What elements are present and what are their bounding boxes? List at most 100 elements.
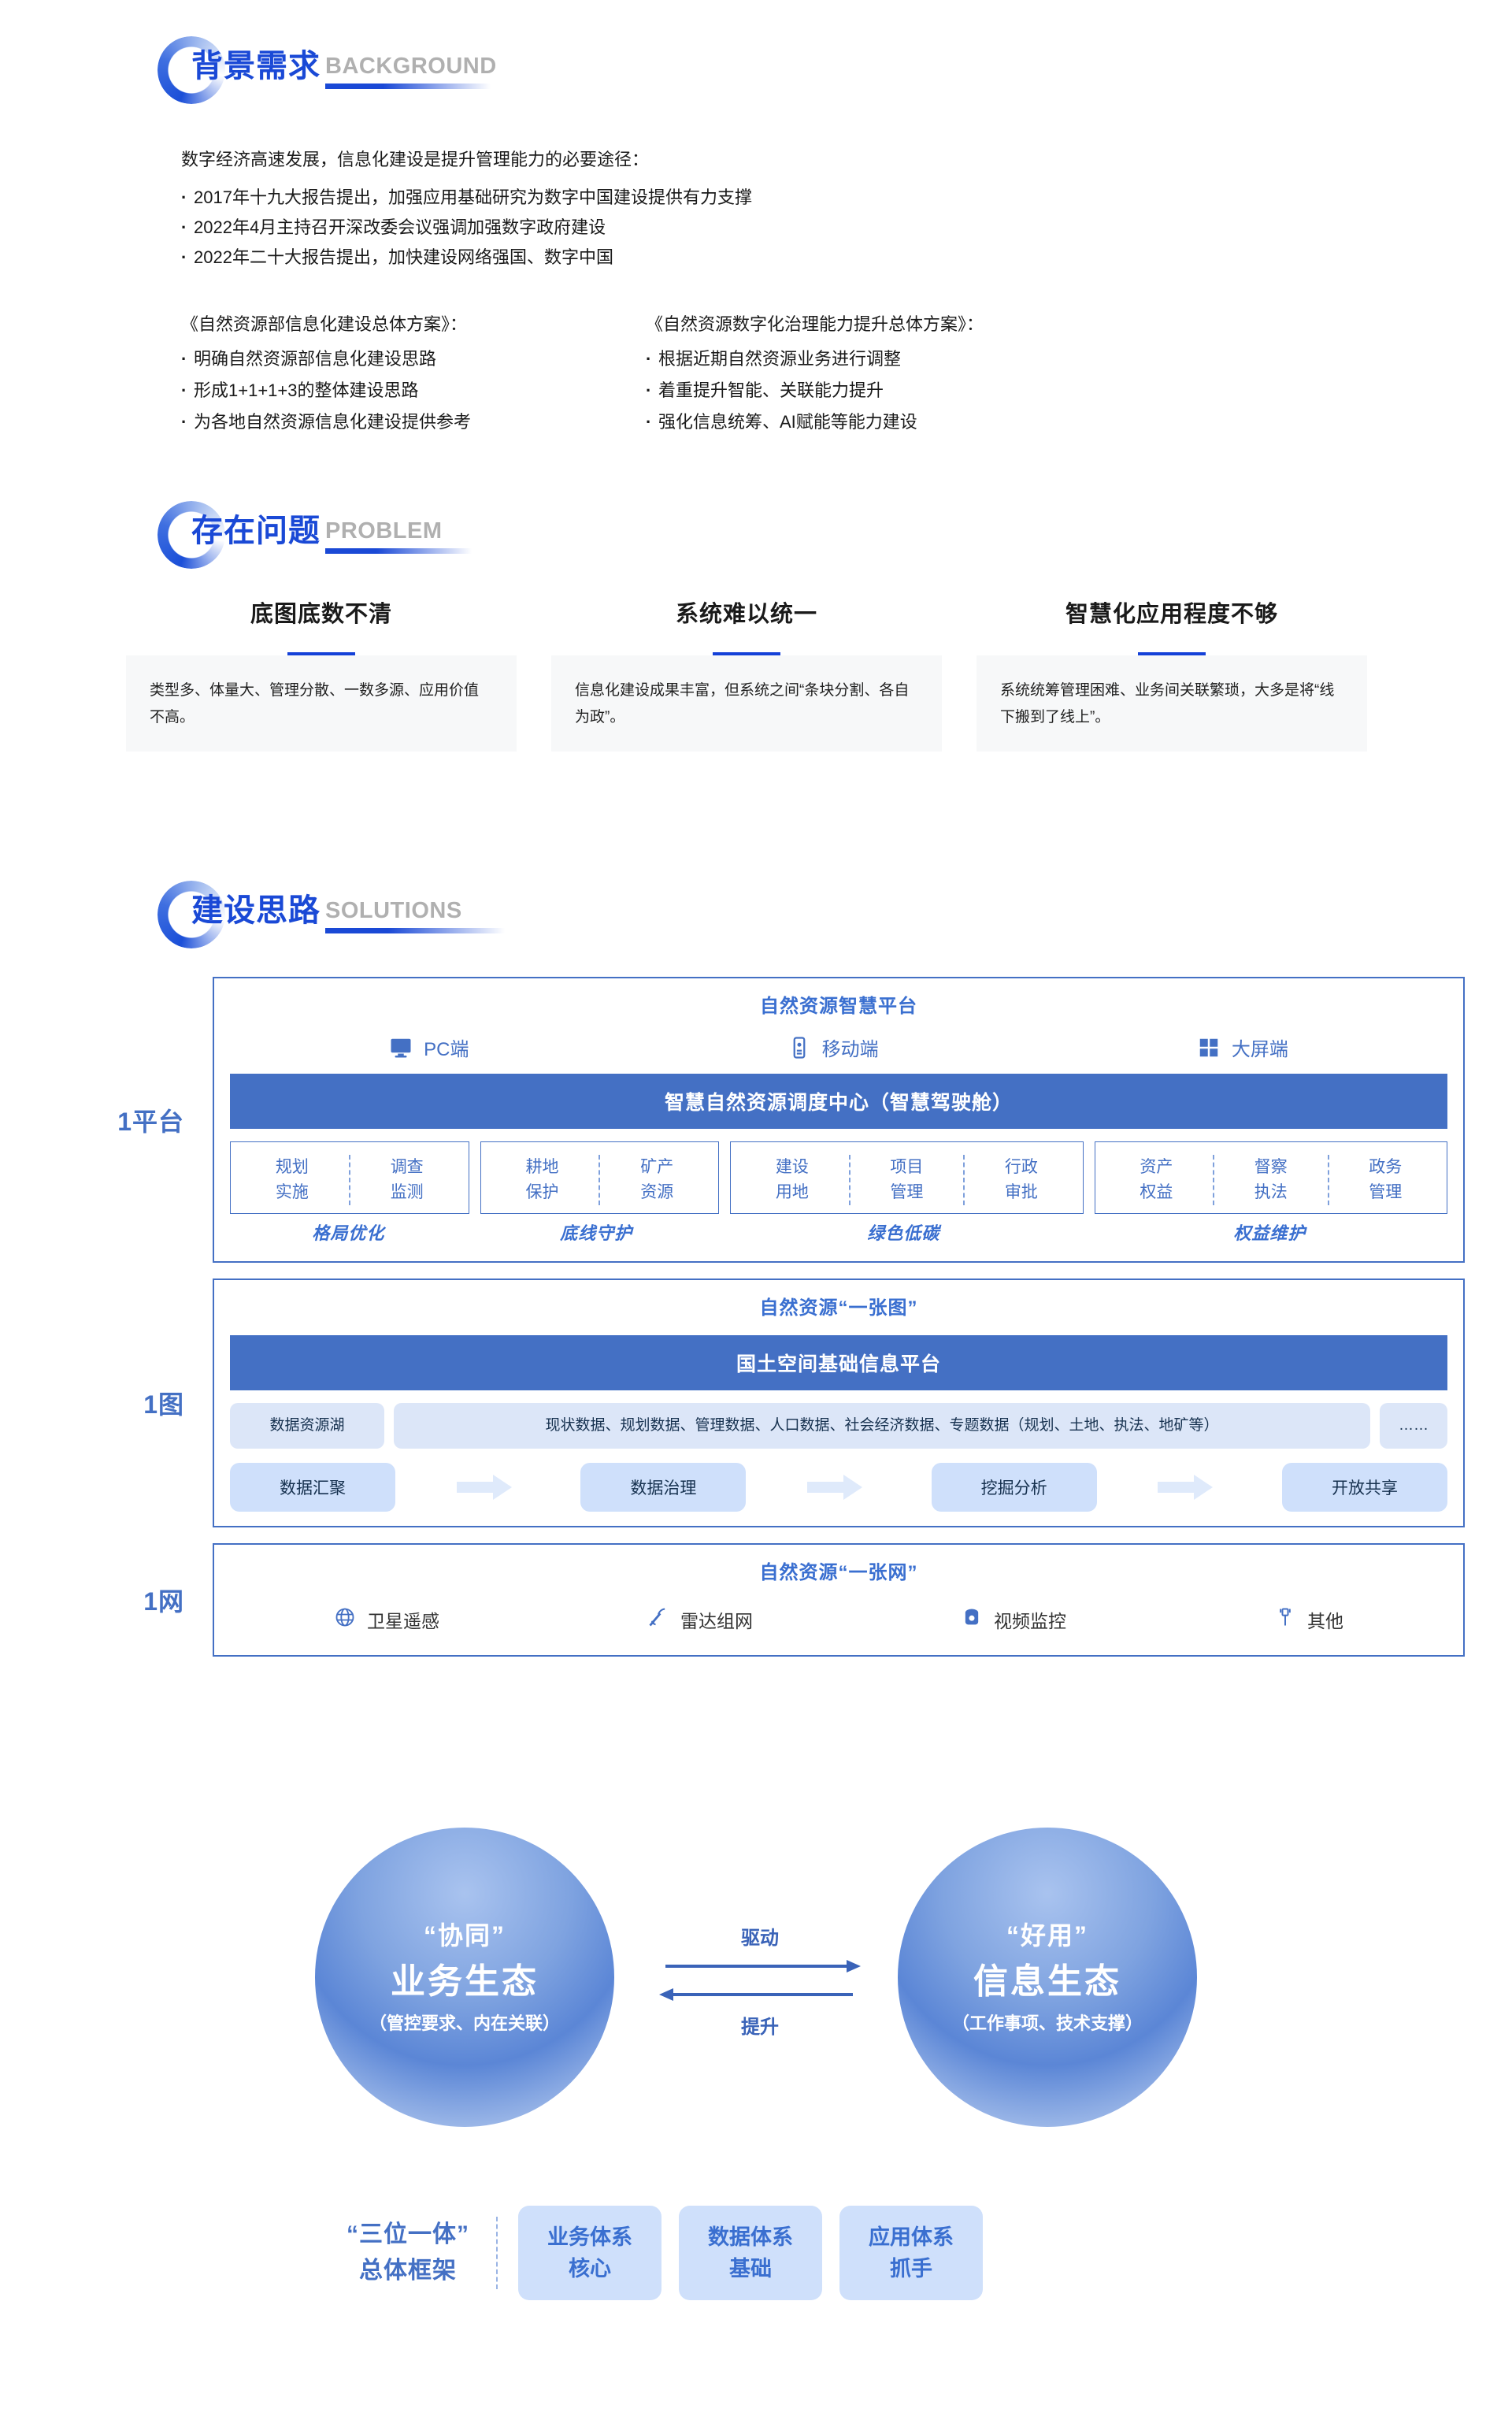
department-cell[interactable]: 行政 审批	[963, 1155, 1077, 1205]
ecology-quote: “协同”	[423, 1921, 506, 1950]
department-cell[interactable]: 项目 管理	[848, 1155, 963, 1205]
department-group: 建设 用地 项目 管理 行政 审批	[730, 1141, 1084, 1214]
framework-divider	[496, 2217, 498, 2289]
flow-arrow-icon	[395, 1474, 580, 1501]
flow-step[interactable]: 开放共享	[1281, 1463, 1447, 1512]
ring-decoration-icon	[158, 36, 225, 104]
department-cell[interactable]: 耕地 保护	[525, 1158, 559, 1201]
problem-card-list: 底图底数不清 类型多、体量大、管理分散、一数多源、应用价值不高。 系统难以统一 …	[126, 599, 1367, 752]
framework-row: “三位一体” 总体框架 业务体系 核心 数据体系 基础 应用体系 抓手	[346, 2206, 1000, 2300]
problem-card-underline	[713, 652, 780, 658]
platform-title: 自然资源智慧平台	[760, 996, 917, 1017]
department-group: 耕地 保护 矿产 资源	[480, 1141, 720, 1214]
framework-title: “三位一体” 总体框架	[346, 2217, 496, 2289]
row-label-platform: 1平台	[117, 1107, 184, 1136]
framework-card-line2: 抓手	[890, 2257, 932, 2281]
solutions-diagram: 1平台 自然资源智慧平台 PC端	[79, 977, 1465, 1672]
framework-card-line2: 核心	[569, 2257, 611, 2281]
department-tag: 绿色低碳	[867, 1223, 940, 1243]
platform-center-bar: 智慧自然资源调度中心（智慧驾驶舱）	[230, 1074, 1447, 1129]
flow-arrow-icon	[746, 1474, 931, 1501]
radar-icon	[647, 1606, 669, 1633]
framework-card-data[interactable]: 数据体系 基础	[679, 2206, 822, 2300]
background-bullet: 2022年二十大报告提出，加快建设网络强国、数字中国	[181, 243, 1110, 273]
flow-row: 数据汇聚 数据治理 挖掘分析 开放共享	[230, 1463, 1447, 1512]
terminal-item-bigscreen[interactable]: 大屏端	[1197, 1034, 1288, 1061]
framework-card-line1: 业务体系	[547, 2225, 632, 2249]
problem-card-underline	[287, 652, 355, 658]
map-title: 自然资源“一张图”	[759, 1297, 918, 1319]
flow-arrow-icon	[1097, 1474, 1282, 1501]
problem-card-body: 类型多、体量大、管理分散、一数多源、应用价值不高。	[126, 655, 517, 752]
background-lead: 数字经济高速发展，信息化建设是提升管理能力的必要途径：	[181, 150, 650, 169]
section-title-en: SOLUTIONS	[325, 898, 462, 923]
net-panel: 自然资源“一张网” 卫星遥感	[213, 1543, 1465, 1657]
flow-step[interactable]: 挖掘分析	[931, 1463, 1097, 1512]
net-row: 1网 自然资源“一张网” 卫星遥感	[79, 1543, 1465, 1657]
terminal-item-mobile[interactable]: 移动端	[788, 1034, 879, 1061]
terminal-item-pc[interactable]: PC端	[389, 1034, 469, 1061]
net-item-other[interactable]: 其他	[1274, 1606, 1343, 1633]
department-cell[interactable]: 规划 实施	[275, 1158, 309, 1201]
department-cell[interactable]: 建设 用地	[775, 1158, 809, 1201]
department-cell[interactable]: 调查 监测	[348, 1155, 464, 1205]
section-rule	[325, 928, 505, 933]
section-rule	[325, 84, 491, 89]
framework-card-business[interactable]: 业务体系 核心	[518, 2206, 662, 2300]
problem-card-underline	[1138, 652, 1206, 658]
department-tag-row: 格局优化 底线守护 绿色低碳 权益维护	[230, 1220, 1447, 1247]
platform-panel: 自然资源智慧平台 PC端	[213, 977, 1465, 1263]
problem-card-title: 底图底数不清	[250, 602, 392, 627]
ecology-circle-information: “好用” 信息生态 （工作事项、技术支撑）	[898, 1828, 1197, 2127]
platform-row: 1平台 自然资源智慧平台 PC端	[79, 977, 1465, 1263]
department-cell[interactable]: 政务 管理	[1327, 1155, 1442, 1205]
section-header-problem: 存在问题 PROBLEM	[158, 496, 788, 572]
problem-card-body: 系统统筹管理困难、业务间关联繁琐，大多是将“线下搬到了线上”。	[976, 655, 1367, 752]
row-label-net: 1网	[143, 1587, 184, 1616]
net-item-label: 视频监控	[994, 1611, 1066, 1631]
data-pill-lake[interactable]: 数据资源湖	[230, 1403, 384, 1449]
framework-card-application[interactable]: 应用体系 抓手	[839, 2206, 983, 2300]
net-item-label: 其他	[1307, 1611, 1343, 1631]
framework-card-line1: 数据体系	[708, 2225, 793, 2249]
terminal-label: 移动端	[821, 1039, 879, 1060]
map-center-bar: 国土空间基础信息平台	[230, 1335, 1447, 1390]
ring-decoration-icon	[158, 501, 225, 569]
terminal-list: PC端 移动端	[230, 1034, 1447, 1061]
background-bullet: 形成1+1+1+3的整体建设思路	[181, 375, 646, 406]
background-bullet: 明确自然资源部信息化建设思路	[181, 343, 646, 375]
background-columns: 《自然资源部信息化建设总体方案》： 明确自然资源部信息化建设思路 形成1+1+1…	[181, 309, 1110, 438]
department-tag: 格局优化	[312, 1223, 385, 1243]
department-cell[interactable]: 督察 执法	[1213, 1155, 1327, 1205]
background-bullet: 2017年十九大报告提出，加强应用基础研究为数字中国建设提供有力支撑	[181, 183, 1110, 213]
document-title: 《自然资源部信息化建设总体方案》：	[181, 314, 468, 334]
background-column: 《自然资源数字化治理能力提升总体方案》： 根据近期自然资源业务进行调整 着重提升…	[646, 309, 1110, 438]
section-title-en: BACKGROUND	[325, 54, 497, 79]
ring-decoration-icon	[158, 881, 225, 948]
ecology-quote: “好用”	[1006, 1921, 1088, 1950]
section-title-cn: 存在问题	[191, 514, 321, 548]
framework-card-line1: 应用体系	[869, 2225, 954, 2249]
department-cell[interactable]: 矿产 资源	[598, 1155, 713, 1205]
row-label-map: 1图	[143, 1390, 184, 1419]
net-item-radar[interactable]: 雷达组网	[647, 1606, 753, 1633]
problem-card-title: 系统难以统一	[675, 602, 817, 627]
background-bullet: 强化信息统筹、AI赋能等能力建设	[646, 406, 1110, 438]
department-group: 资产 权益 督察 执法 政务 管理	[1094, 1141, 1447, 1214]
section-header-background: 背景需求 BACKGROUND	[158, 32, 788, 107]
section-title-cn: 建设思路	[191, 893, 321, 928]
flow-step[interactable]: 数据治理	[580, 1463, 747, 1512]
net-item-satellite[interactable]: 卫星遥感	[334, 1606, 439, 1633]
section-header-solutions: 建设思路 SOLUTIONS	[158, 876, 788, 952]
problem-card-title: 智慧化应用程度不够	[1065, 602, 1278, 627]
net-item-camera[interactable]: 视频监控	[961, 1606, 1066, 1633]
flow-step[interactable]: 数据汇聚	[230, 1463, 395, 1512]
terminal-label: 大屏端	[1231, 1039, 1288, 1060]
ecology-sub-label: （工作事项、技术支撑）	[951, 2013, 1143, 2033]
section-rule	[325, 548, 472, 554]
net-item-label: 雷达组网	[680, 1611, 753, 1631]
data-pill-types[interactable]: 现状数据、规划数据、管理数据、人口数据、社会经济数据、专题数据（规划、土地、执法…	[394, 1403, 1370, 1449]
section-title-en: PROBLEM	[325, 518, 443, 544]
data-pill-more[interactable]: ……	[1380, 1403, 1447, 1449]
department-cell[interactable]: 资产 权益	[1140, 1158, 1173, 1201]
